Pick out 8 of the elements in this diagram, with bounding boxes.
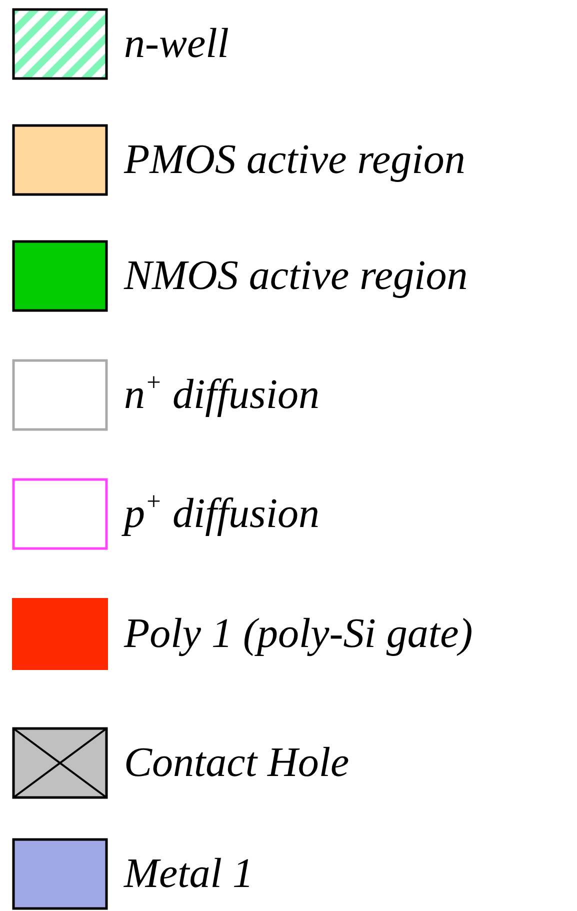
legend-label: Metal 1: [124, 853, 254, 895]
legend-label: n-well: [124, 23, 229, 65]
legend-label: PMOS active region: [124, 139, 466, 181]
legend-label: Contact Hole: [124, 742, 350, 784]
legend-label: NMOS active region: [124, 255, 468, 297]
legend-label: n$^{+}$ diffusion: [124, 374, 320, 416]
legend-label: Poly 1 (poly-Si gate): [124, 613, 473, 655]
legend-label: p$^{+}$ diffusion: [124, 493, 320, 535]
